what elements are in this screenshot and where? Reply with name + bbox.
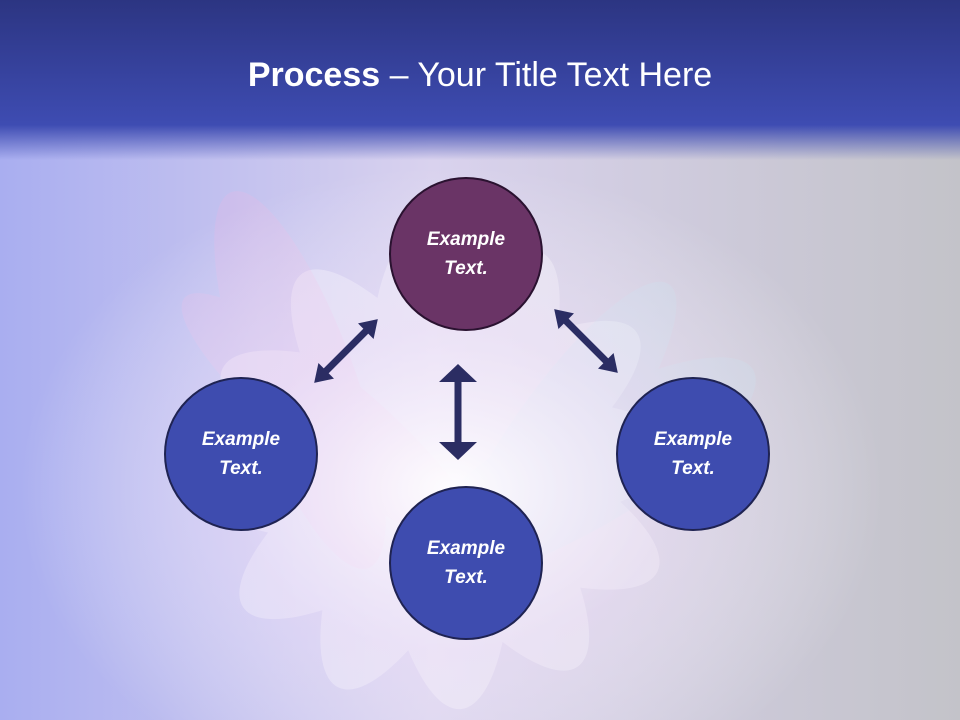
title-bold: Process xyxy=(247,56,381,94)
title-bar xyxy=(0,0,960,160)
process-node-right[interactable]: Example Text. xyxy=(616,377,770,531)
node-right-line2: Text. xyxy=(671,458,715,479)
process-node-top[interactable]: Example Text. xyxy=(389,177,543,331)
title-rest: – Your Title Text Here xyxy=(380,56,713,94)
node-top-line1: Example xyxy=(426,229,506,250)
process-node-left[interactable]: Example Text. xyxy=(164,377,318,531)
node-top-line2: Text. xyxy=(444,258,488,279)
slide-title[interactable]: Process – Your Title Text Here xyxy=(0,54,960,96)
node-bottom-line1: Example xyxy=(426,538,506,559)
process-node-bottom[interactable]: Example Text. xyxy=(389,486,543,640)
node-left-line1: Example xyxy=(201,429,281,450)
node-bottom-line2: Text. xyxy=(444,567,488,588)
node-right-line1: Example xyxy=(653,429,733,450)
node-left-line2: Text. xyxy=(219,458,263,479)
